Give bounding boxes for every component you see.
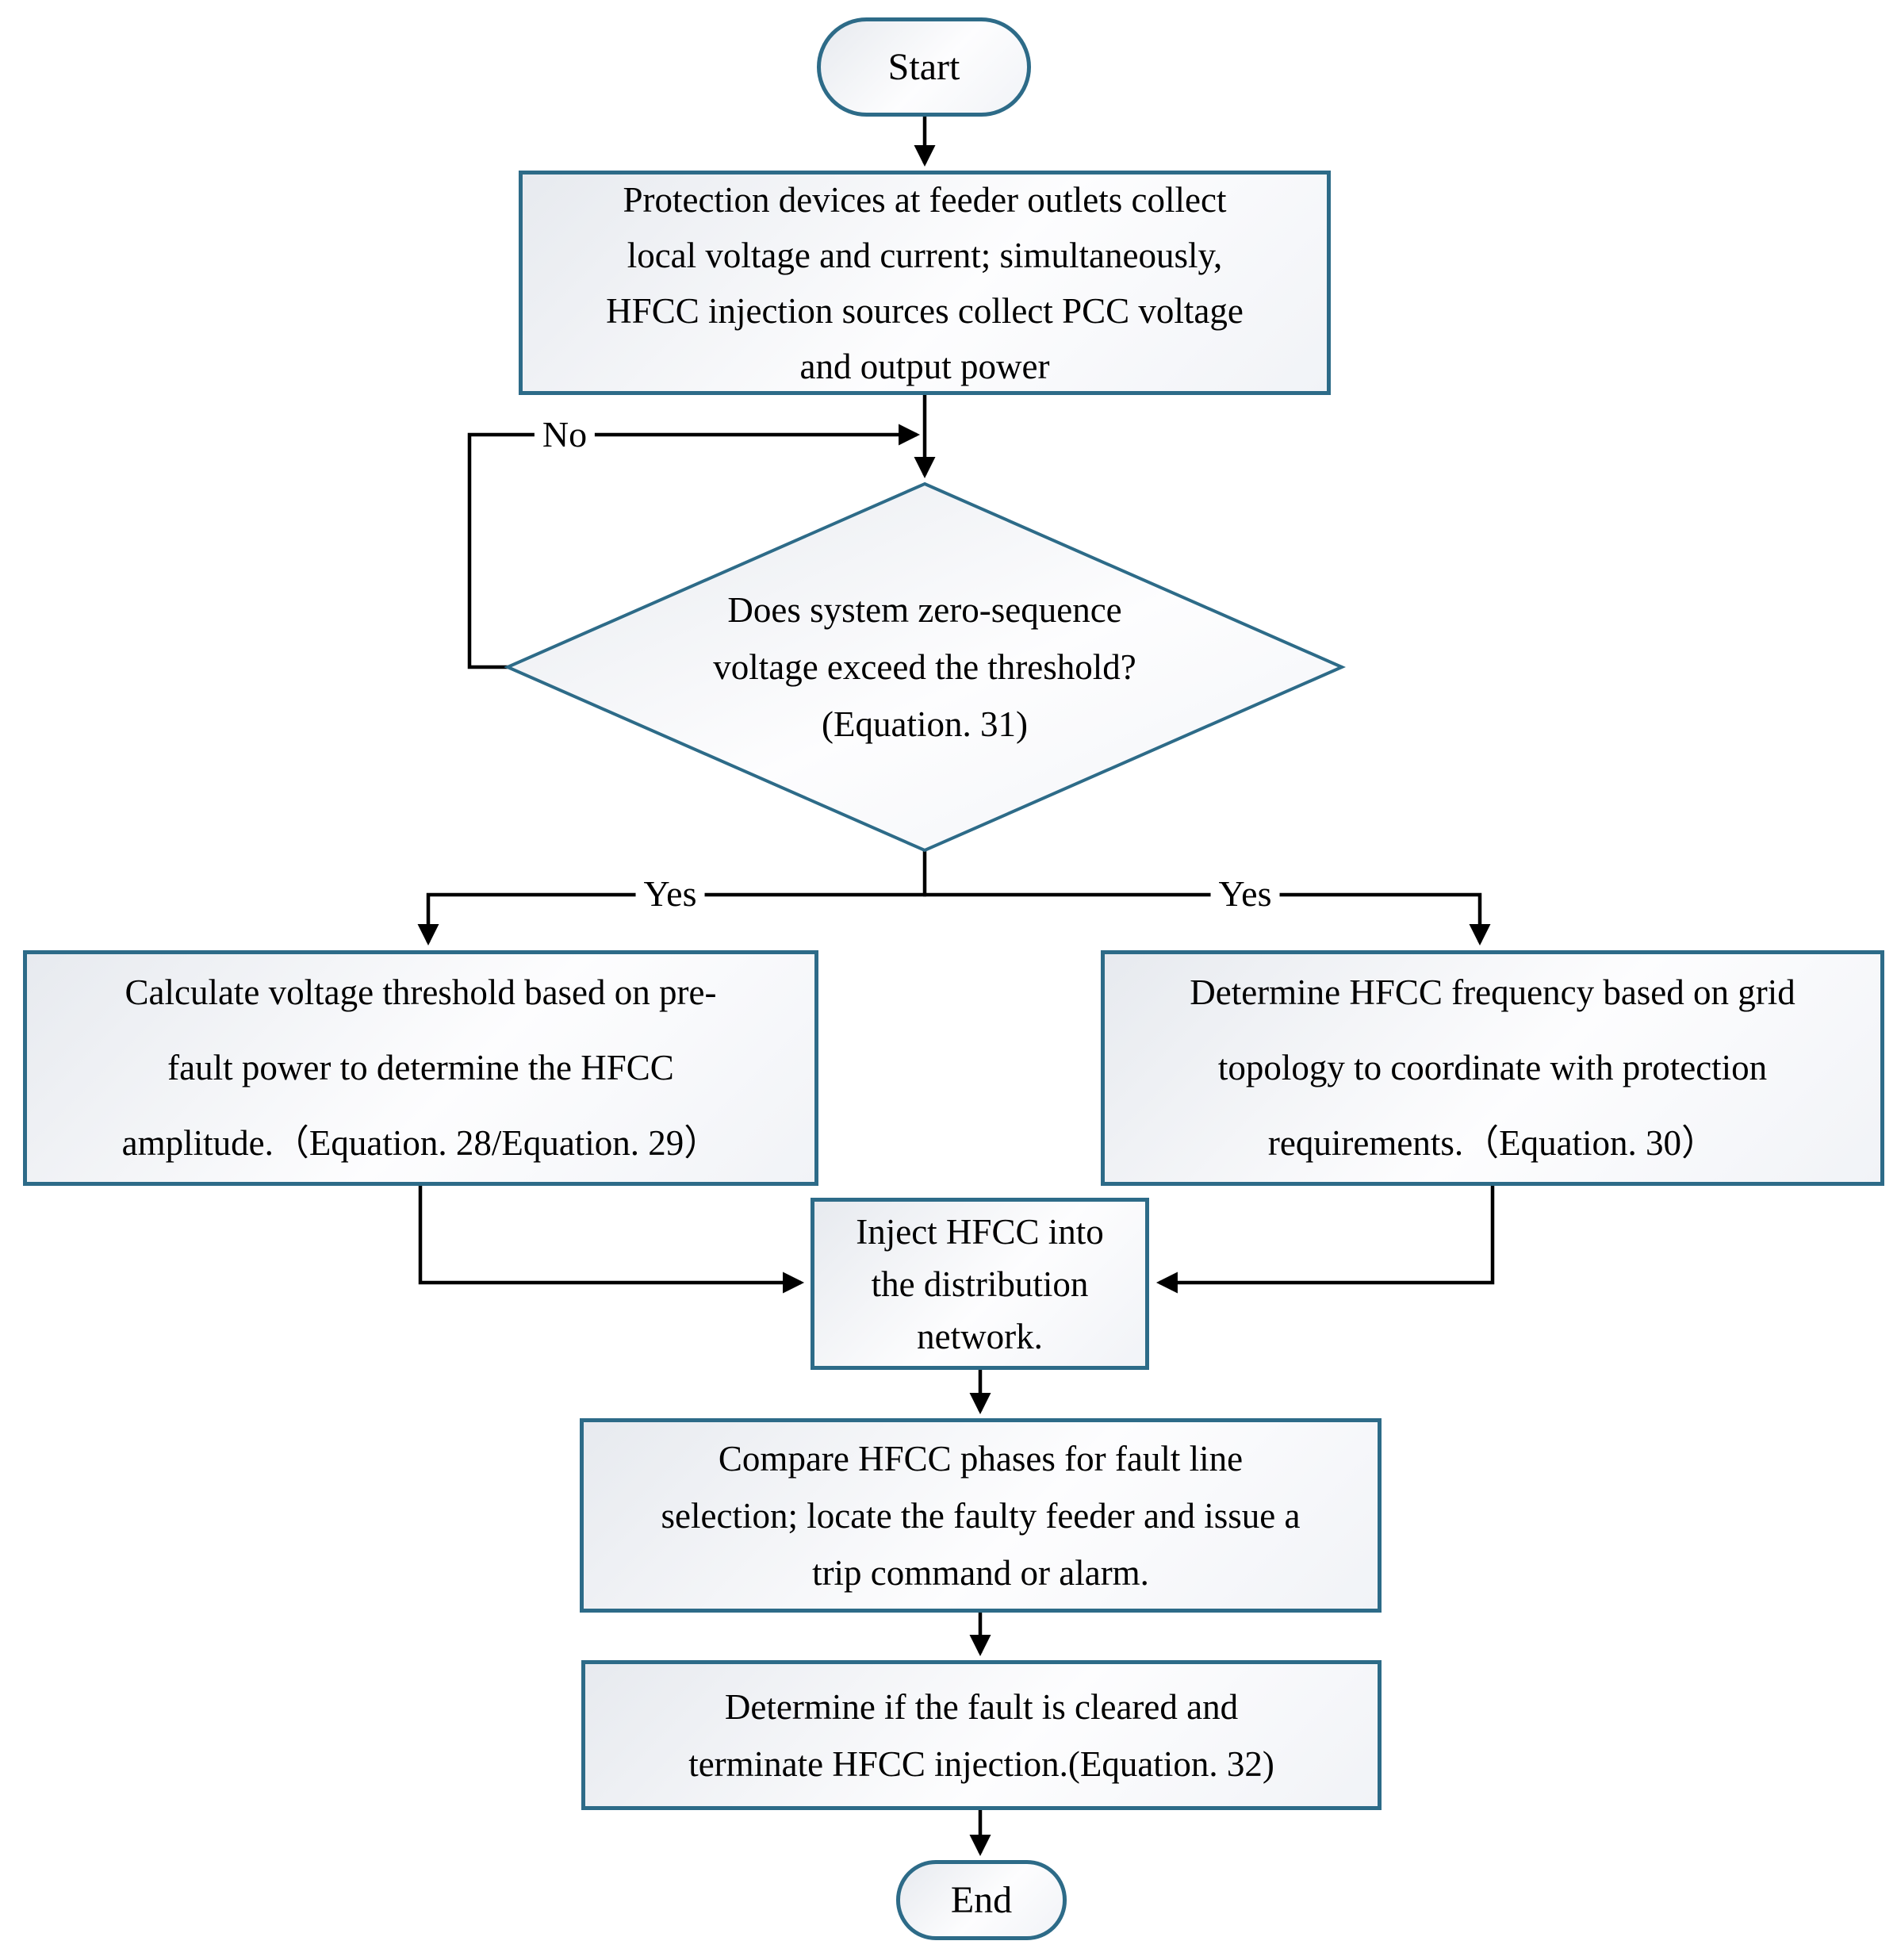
connector-no-loop — [467, 424, 921, 669]
process-terminate-injection: Determine if the fault is cleared and te… — [581, 1660, 1382, 1810]
process-collect-measurements-label: Protection devices at feeder outlets col… — [606, 179, 1244, 386]
terminator-start: Start — [817, 17, 1031, 117]
edge-label-yes-right: Yes — [1210, 873, 1280, 915]
connector-yes-left — [417, 892, 926, 946]
decision-zero-sequence-voltage: Does system zero-sequence voltage exceed… — [607, 555, 1242, 779]
decision-zero-sequence-voltage-label: Does system zero-sequence voltage exceed… — [713, 590, 1136, 744]
process-terminate-injection-label: Determine if the fault is cleared and te… — [688, 1686, 1274, 1784]
process-determine-hfcc-frequency: Determine HFCC frequency based on grid t… — [1101, 950, 1884, 1186]
terminator-start-label: Start — [887, 45, 960, 88]
edge-label-yes-left: Yes — [635, 873, 705, 915]
process-determine-hfcc-frequency-label: Determine HFCC frequency based on grid t… — [1190, 972, 1795, 1163]
process-inject-hfcc: Inject HFCC into the distribution networ… — [811, 1198, 1149, 1370]
process-collect-measurements: Protection devices at feeder outlets col… — [519, 171, 1331, 395]
process-compare-phases-label: Compare HFCC phases for fault line selec… — [661, 1438, 1301, 1593]
connector-calc-to-inject — [418, 1186, 805, 1294]
process-compare-phases: Compare HFCC phases for fault line selec… — [580, 1418, 1382, 1613]
connector-yes-right — [923, 892, 1491, 946]
connector-frequency-to-inject — [1155, 1186, 1495, 1294]
process-inject-hfcc-label: Inject HFCC into the distribution networ… — [856, 1211, 1104, 1356]
terminator-end-label: End — [950, 1878, 1013, 1921]
edge-label-no: No — [534, 414, 596, 455]
decision-diamond-shape — [504, 481, 1346, 853]
process-calc-voltage-threshold: Calculate voltage threshold based on pre… — [23, 950, 818, 1186]
terminator-end: End — [896, 1860, 1067, 1940]
process-calc-voltage-threshold-label: Calculate voltage threshold based on pre… — [121, 972, 720, 1163]
